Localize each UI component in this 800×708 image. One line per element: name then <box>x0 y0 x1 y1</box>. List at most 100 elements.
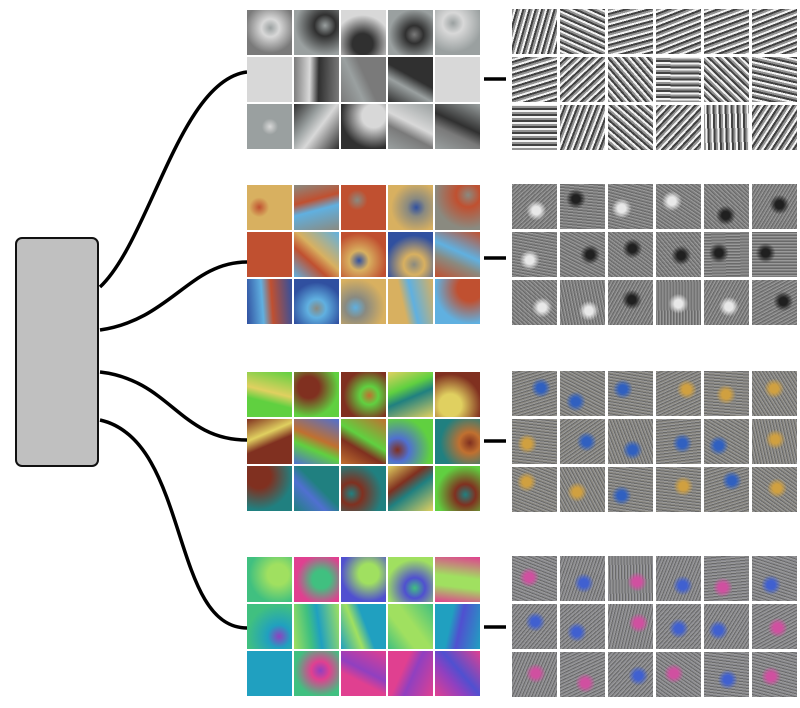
activation-tile <box>704 652 749 697</box>
filter-tile <box>435 232 480 277</box>
activation-tile <box>512 371 557 416</box>
activation-tile <box>560 9 605 54</box>
filter-tile <box>435 466 480 511</box>
activation-tile <box>752 9 797 54</box>
filter-tile <box>294 57 339 102</box>
filter-tile <box>341 604 386 649</box>
filter-tile <box>388 651 433 696</box>
activation-tile <box>656 232 701 277</box>
filter-tile <box>247 557 292 602</box>
filter-tile <box>247 279 292 324</box>
filter-tile <box>341 279 386 324</box>
activation-tile <box>752 232 797 277</box>
filter-tile <box>435 372 480 417</box>
activation-tile <box>512 556 557 601</box>
activation-tile <box>560 467 605 512</box>
activation-tile <box>704 232 749 277</box>
activation-tile <box>704 556 749 601</box>
filter-tile <box>294 419 339 464</box>
filter-tile <box>341 232 386 277</box>
filter-tile <box>388 57 433 102</box>
filter-tile <box>247 232 292 277</box>
activation-tile <box>512 9 557 54</box>
filter-tile <box>435 604 480 649</box>
filter-tile <box>294 372 339 417</box>
activation-tile <box>608 371 653 416</box>
activation-tile <box>752 467 797 512</box>
activation-tile <box>704 105 749 150</box>
activation-tile <box>656 419 701 464</box>
activation-tile <box>704 604 749 649</box>
activation-tile <box>512 652 557 697</box>
activation-tile <box>656 467 701 512</box>
activation-tile <box>512 57 557 102</box>
network-unit-box <box>15 237 99 467</box>
filter-tile <box>247 604 292 649</box>
activation-tile <box>512 280 557 325</box>
filter-tile <box>388 104 433 149</box>
filter-tile <box>388 419 433 464</box>
filter-tile <box>341 557 386 602</box>
activation-tile <box>656 604 701 649</box>
layer-1-filters <box>247 10 480 149</box>
activation-tile <box>560 652 605 697</box>
layer-3-filters <box>247 372 480 511</box>
layer-4-activations <box>512 556 797 697</box>
filter-tile <box>388 279 433 324</box>
activation-tile <box>752 604 797 649</box>
filter-tile <box>435 419 480 464</box>
filter-tile <box>388 466 433 511</box>
activation-tile <box>560 184 605 229</box>
wire-1 <box>98 70 248 289</box>
filter-tile <box>294 466 339 511</box>
activation-tile <box>560 419 605 464</box>
activation-tile <box>608 467 653 512</box>
filter-tile <box>247 104 292 149</box>
filter-tile <box>435 185 480 230</box>
activation-tile <box>752 105 797 150</box>
filter-tile <box>294 232 339 277</box>
filter-tile <box>341 104 386 149</box>
filter-tile <box>247 466 292 511</box>
activation-tile <box>656 556 701 601</box>
activation-tile <box>512 184 557 229</box>
filter-tile <box>294 185 339 230</box>
filter-tile <box>341 57 386 102</box>
filter-tile <box>294 651 339 696</box>
filter-tile <box>294 10 339 55</box>
filter-tile <box>247 185 292 230</box>
activation-tile <box>512 604 557 649</box>
filter-tile <box>247 419 292 464</box>
filter-tile <box>435 557 480 602</box>
activation-tile <box>608 184 653 229</box>
activation-tile <box>512 232 557 277</box>
filter-tile <box>435 651 480 696</box>
activation-tile <box>656 652 701 697</box>
wire-4 <box>99 418 248 630</box>
activation-tile <box>752 556 797 601</box>
filter-tile <box>294 557 339 602</box>
wire-2 <box>99 260 248 332</box>
filter-tile <box>341 372 386 417</box>
activation-tile <box>752 652 797 697</box>
filter-tile <box>247 651 292 696</box>
filter-tile <box>341 10 386 55</box>
activation-tile <box>752 280 797 325</box>
activation-tile <box>512 105 557 150</box>
activation-tile <box>608 280 653 325</box>
layer-2-activations <box>512 184 797 325</box>
wire-3 <box>99 370 248 442</box>
layer-2-filters <box>247 185 480 324</box>
activation-tile <box>560 556 605 601</box>
activation-tile <box>608 57 653 102</box>
activation-tile <box>656 280 701 325</box>
activation-tile <box>656 184 701 229</box>
layer-1-activations <box>512 9 797 150</box>
filter-tile <box>294 604 339 649</box>
filter-tile <box>435 104 480 149</box>
filter-tile <box>247 372 292 417</box>
activation-tile <box>656 57 701 102</box>
activation-tile <box>560 280 605 325</box>
activation-tile <box>656 371 701 416</box>
activation-tile <box>752 419 797 464</box>
